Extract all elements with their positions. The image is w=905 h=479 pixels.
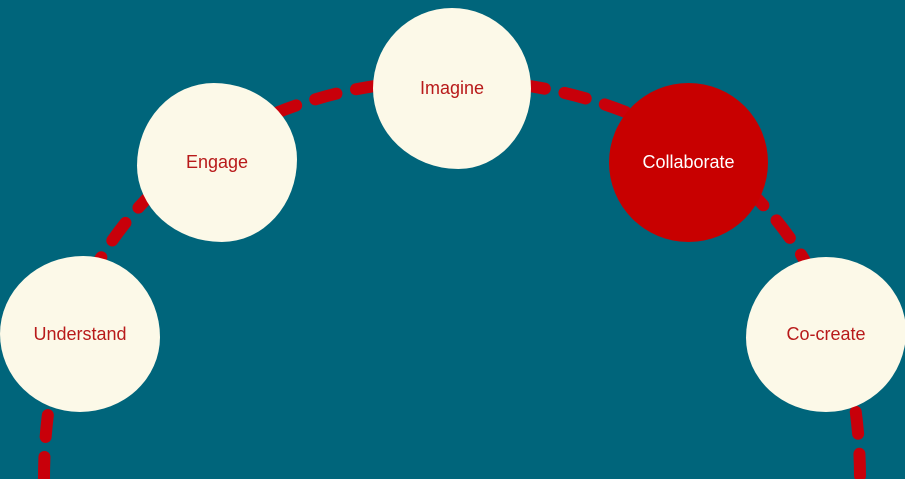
node-imagine: Imagine bbox=[373, 8, 531, 169]
node-co-create: Co-create bbox=[746, 257, 905, 412]
node-understand: Understand bbox=[0, 256, 160, 412]
node-collaborate: Collaborate bbox=[609, 83, 768, 242]
node-label-understand: Understand bbox=[33, 323, 127, 344]
node-label-imagine: Imagine bbox=[419, 78, 485, 98]
node-label-collaborate: Collaborate bbox=[642, 152, 735, 172]
node-label-engage: Engage bbox=[185, 152, 249, 172]
node-label-co-create: Co-create bbox=[786, 324, 866, 344]
node-engage: Engage bbox=[137, 83, 297, 242]
